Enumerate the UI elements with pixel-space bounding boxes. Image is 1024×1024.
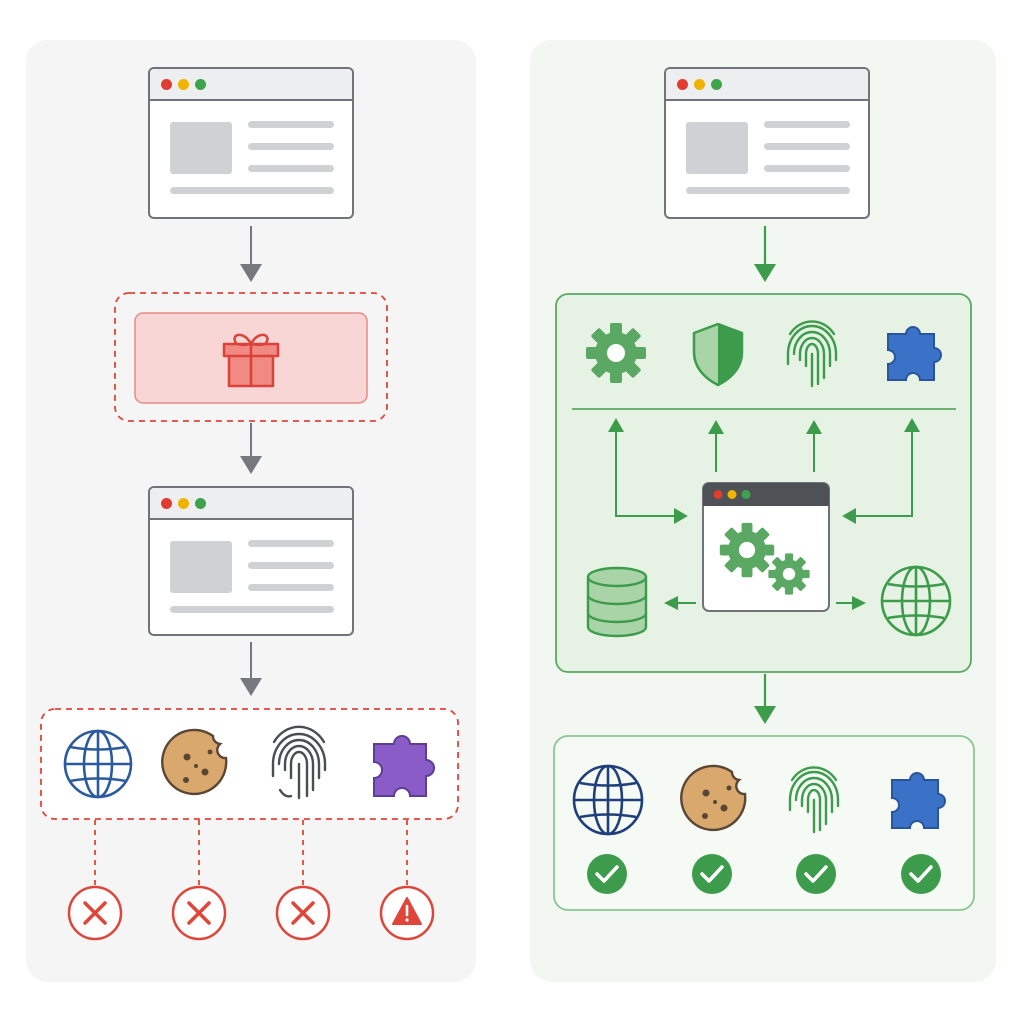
close-dot [161, 498, 172, 509]
left-browser-window-middle [148, 486, 354, 636]
window-title-bar [150, 488, 352, 520]
text-line [170, 187, 334, 194]
right-browser-window-top [664, 67, 870, 219]
text-line [764, 143, 850, 150]
text-line [764, 165, 850, 172]
text-line [248, 540, 334, 547]
close-dot [677, 79, 688, 90]
minimize-dot [694, 79, 705, 90]
image-placeholder [170, 541, 232, 593]
left-browser-window-top [148, 67, 354, 219]
image-placeholder [170, 122, 232, 174]
text-line [170, 606, 334, 613]
maximize-dot [195, 498, 206, 509]
close-dot [161, 79, 172, 90]
window-title-bar [150, 69, 352, 101]
text-line [764, 121, 850, 128]
text-line [248, 165, 334, 172]
text-line [686, 187, 850, 194]
window-title-bar [666, 69, 868, 101]
text-line [248, 143, 334, 150]
text-line [248, 584, 334, 591]
maximize-dot [711, 79, 722, 90]
text-line [248, 562, 334, 569]
text-line [248, 121, 334, 128]
maximize-dot [195, 79, 206, 90]
minimize-dot [178, 79, 189, 90]
image-placeholder [686, 122, 748, 174]
minimize-dot [178, 498, 189, 509]
